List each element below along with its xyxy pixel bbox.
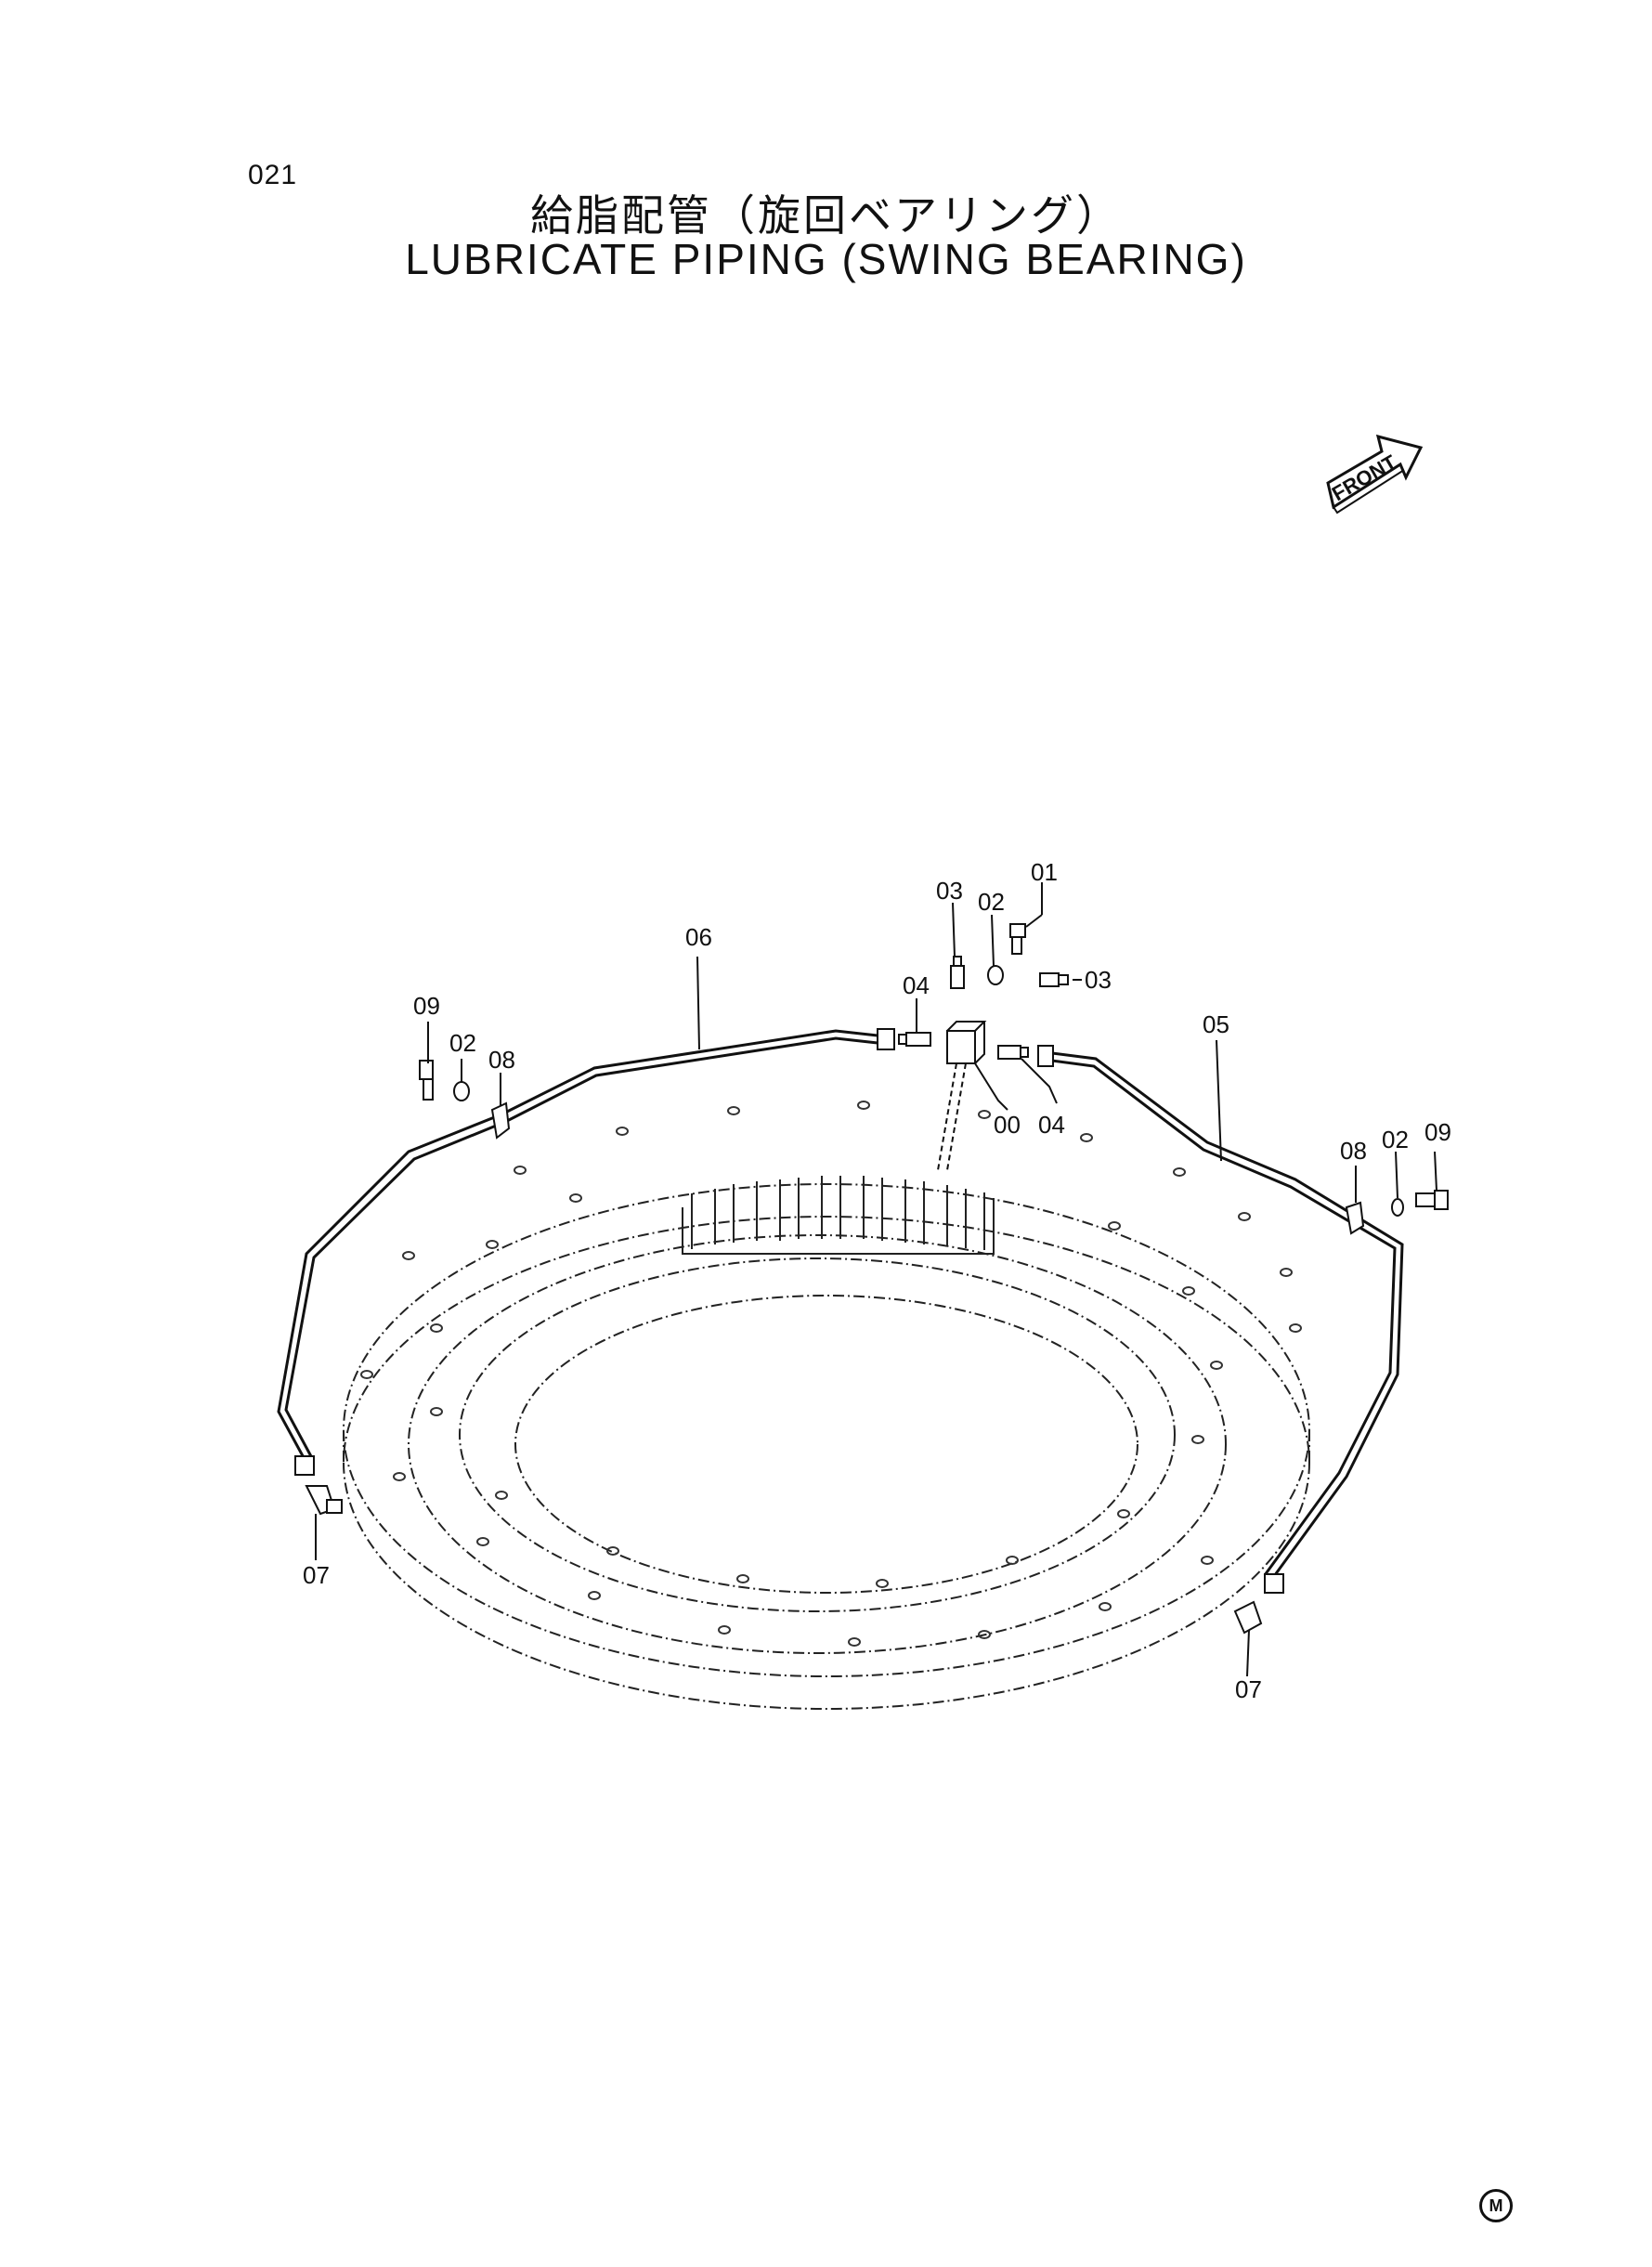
callout-06: 06 [685,923,712,951]
bolt-holes [360,1101,1302,1647]
callout-02-left: 02 [449,1029,476,1057]
page-title-english: LUBRICATE PIPING (SWING BEARING) [405,235,1247,283]
page-title-japanese: 給脂配管（旋回ベアリング） [530,190,1122,241]
callout-01: 01 [1031,858,1058,886]
callout-03: 03 [936,877,963,905]
callout-04: 04 [903,971,930,999]
fittings [294,923,1449,1635]
swing-bearing [343,1183,1310,1710]
callout-09-right: 09 [1424,1118,1451,1146]
callout-08-right: 08 [1340,1137,1367,1165]
distribution-block [937,1021,987,1171]
callout-09: 09 [413,992,440,1020]
page-number: 021 [248,160,298,190]
corner-mark: M [1479,2189,1513,2222]
lubricate-pipes [277,1029,1404,1580]
leader-lines [315,882,1437,1677]
callout-04-lower: 04 [1038,1111,1065,1139]
front-arrow-icon: FRONT [1326,434,1424,515]
callout-02-right: 02 [1382,1126,1409,1153]
gear-teeth [682,1176,995,1255]
callout-08: 08 [488,1046,515,1074]
callout-02: 02 [978,888,1005,916]
callout-07: 07 [303,1561,330,1589]
callout-03-right: 03 [1085,966,1112,994]
callout-05: 05 [1203,1010,1229,1038]
callout-00: 00 [994,1111,1021,1139]
callout-07-right: 07 [1235,1675,1262,1703]
